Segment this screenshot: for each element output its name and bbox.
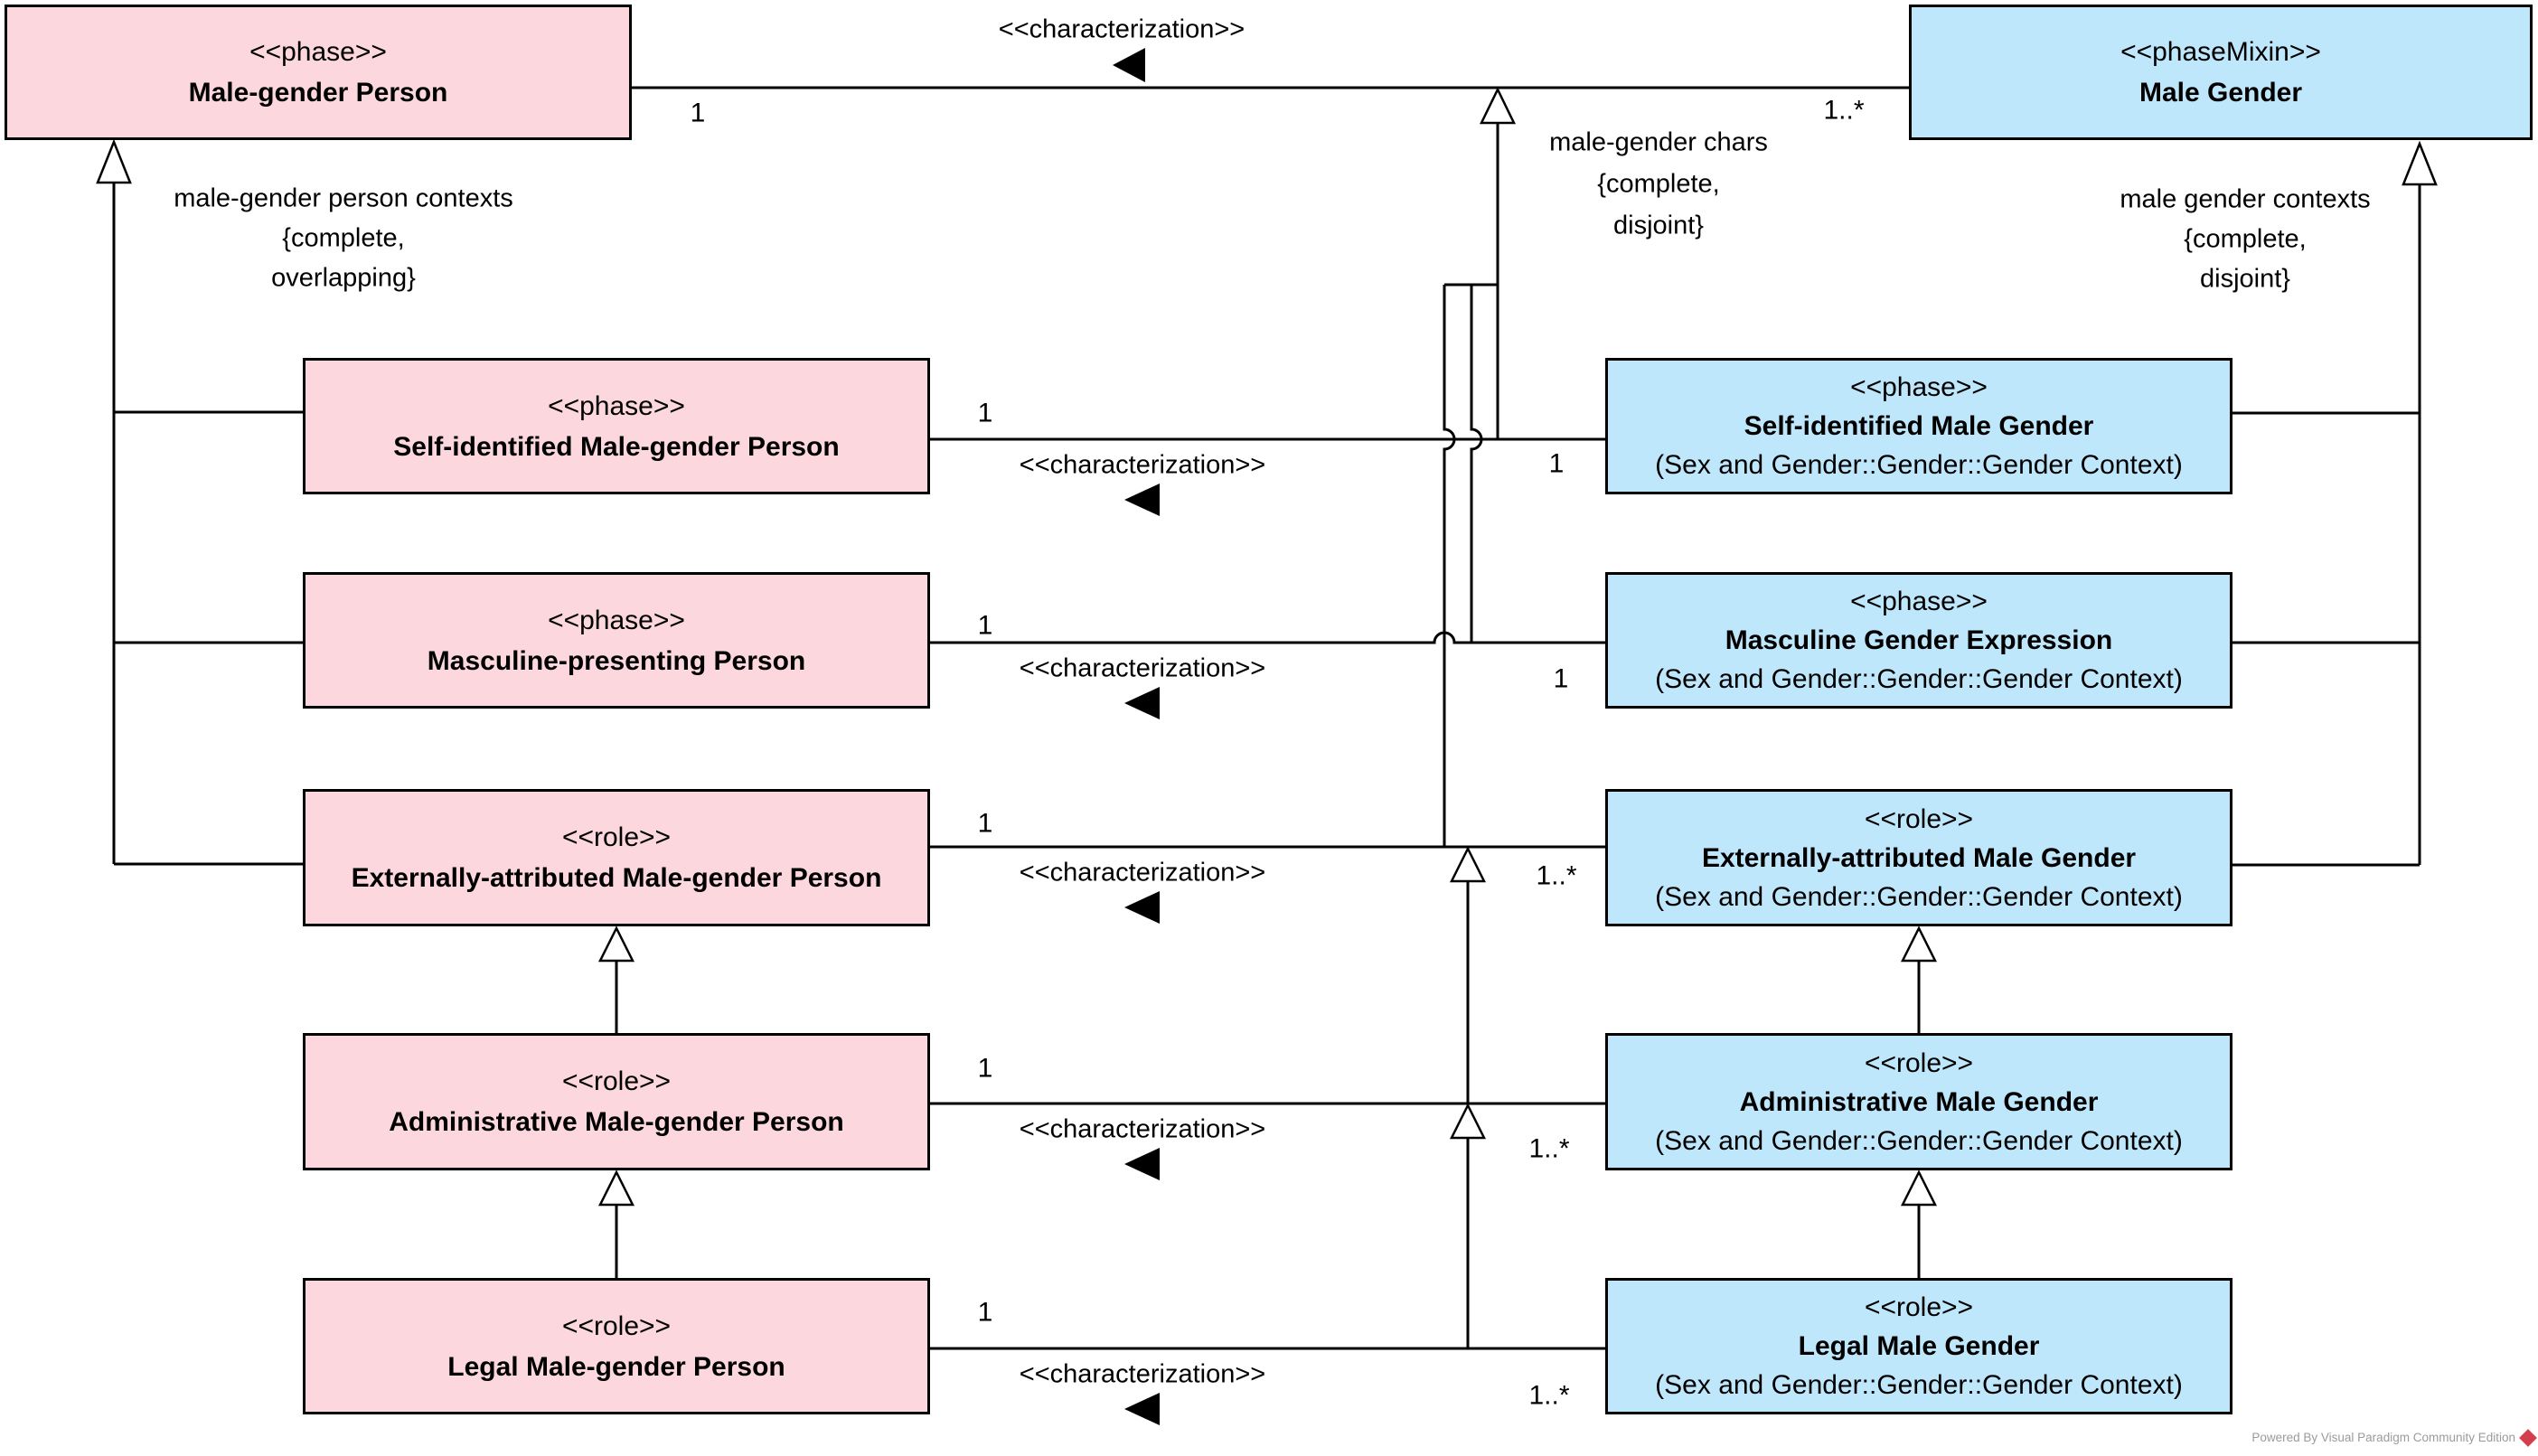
assoc-row5-label: <<characterization>> (1019, 1359, 1266, 1389)
generalization-arrow-icon (1900, 925, 1938, 963)
class-context: (Sex and Gender::Gender::Gender Context) (1655, 881, 2183, 912)
assoc-top-mult-left: 1 (690, 98, 706, 128)
class-stereotype: <<phase>> (1850, 372, 1988, 402)
generalization-arrow-icon (1480, 87, 1516, 125)
assoc-row2-mult-left: 1 (977, 610, 993, 641)
class-name: Masculine Gender Expression (1725, 625, 2113, 655)
class-stereotype: <<phase>> (548, 605, 685, 635)
class-name: Masculine-presenting Person (427, 645, 806, 676)
class-stereotype: <<phase>> (1850, 587, 1988, 616)
class-self-identified-male-gender-person[interactable]: <<phase>> Self-identified Male-gender Pe… (303, 358, 930, 494)
class-male-gender-person[interactable]: <<phase>> Male-gender Person (5, 5, 632, 140)
generalization-arrow-icon (1900, 1169, 1938, 1207)
generalization-arrow-icon (2402, 140, 2438, 186)
class-name: Administrative Male-gender Person (389, 1107, 844, 1137)
direction-arrow-icon (1124, 687, 1160, 719)
generalization-arrow-icon (1449, 846, 1487, 883)
assoc-row1-mult-left: 1 (977, 398, 993, 428)
class-male-gender[interactable]: <<phaseMixin>> Male Gender (1909, 5, 2533, 140)
assoc-row2-mult-right: 1 (1553, 663, 1569, 694)
class-legal-male-gender[interactable]: <<role>> Legal Male Gender (Sex and Gend… (1605, 1278, 2232, 1414)
visual-paradigm-logo-icon (2519, 1428, 2537, 1447)
class-administrative-male-gender[interactable]: <<role>> Administrative Male Gender (Sex… (1605, 1033, 2232, 1170)
class-stereotype: <<role>> (1864, 1047, 1974, 1078)
class-stereotype: <<phase>> (548, 390, 685, 421)
generalization-arrow-icon (597, 1169, 635, 1207)
direction-arrow-icon (1113, 48, 1145, 82)
class-name: Male-gender Person (188, 78, 448, 108)
direction-arrow-icon (1124, 1393, 1160, 1425)
class-stereotype: <<role>> (1864, 803, 1974, 834)
note-gender-chars-line3: disjoint} (1613, 211, 1704, 240)
note-gender-chars-line2: {complete, (1597, 169, 1720, 199)
generalization-arrow-icon (96, 138, 132, 184)
note-gender-chars-line1: male-gender chars (1549, 127, 1768, 157)
class-stereotype: <<phase>> (249, 37, 387, 67)
note-gender-contexts-line3: disjoint} (2200, 264, 2290, 294)
assoc-row3-label: <<characterization>> (1019, 858, 1266, 888)
assoc-row4-mult-left: 1 (977, 1053, 993, 1084)
class-stereotype: <<role>> (561, 1310, 672, 1341)
class-name: Externally-attributed Male Gender (1701, 842, 2137, 873)
class-legal-male-gender-person[interactable]: <<role>> Legal Male-gender Person (303, 1278, 930, 1414)
class-name: Male Gender (2138, 78, 2303, 108)
class-name: Legal Male-gender Person (447, 1351, 785, 1382)
class-administrative-male-gender-person[interactable]: <<role>> Administrative Male-gender Pers… (303, 1033, 930, 1170)
direction-arrow-icon (1124, 484, 1160, 516)
assoc-row1-label: <<characterization>> (1019, 450, 1266, 480)
note-person-contexts-line1: male-gender person contexts (174, 183, 513, 213)
assoc-gen-stem-row2 (1470, 285, 1483, 643)
assoc-row5-mult-left: 1 (977, 1297, 993, 1328)
class-name: Self-identified Male-gender Person (393, 431, 840, 462)
watermark-text: Powered By Visual Paradigm Community Edi… (2251, 1431, 2515, 1444)
direction-arrow-icon (1124, 891, 1160, 924)
note-person-contexts-line2: {complete, (282, 223, 405, 253)
assoc-row3-mult-right: 1..* (1536, 860, 1577, 891)
note-gender-contexts-line2: {complete, (2184, 224, 2307, 254)
assoc-top-mult-right: 1..* (1823, 95, 1865, 126)
assoc-row2-label: <<characterization>> (1019, 653, 1266, 683)
generalization-arrow-icon (1449, 1103, 1487, 1140)
assoc-row5-mult-right: 1..* (1528, 1380, 1570, 1411)
class-name: Externally-attributed Male-gender Person (351, 863, 882, 893)
note-person-contexts-line3: overlapping} (271, 263, 416, 293)
class-stereotype: <<phaseMixin>> (2120, 37, 2321, 67)
assoc-gen-stem-row3 (1443, 285, 1456, 847)
class-stereotype: <<role>> (561, 822, 672, 852)
assoc-row3-mult-left: 1 (977, 808, 993, 839)
assoc-top-label: <<characterization>> (998, 14, 1246, 44)
class-name: Self-identified Male Gender (1744, 411, 2094, 441)
assoc-row2-line (930, 631, 1605, 644)
class-context: (Sex and Gender::Gender::Gender Context) (1655, 664, 2183, 694)
class-stereotype: <<role>> (561, 1066, 672, 1096)
class-context: (Sex and Gender::Gender::Gender Context) (1655, 450, 2183, 480)
class-self-identified-male-gender[interactable]: <<phase>> Self-identified Male Gender (S… (1605, 358, 2232, 494)
class-context: (Sex and Gender::Gender::Gender Context) (1655, 1370, 2183, 1400)
direction-arrow-icon (1124, 1148, 1160, 1180)
class-masculine-presenting-person[interactable]: <<phase>> Masculine-presenting Person (303, 572, 930, 709)
generalization-arrow-icon (597, 925, 635, 963)
class-name: Legal Male Gender (1798, 1331, 2040, 1361)
class-masculine-gender-expression[interactable]: <<phase>> Masculine Gender Expression (S… (1605, 572, 2232, 709)
class-name: Administrative Male Gender (1739, 1086, 2099, 1117)
class-stereotype: <<role>> (1864, 1292, 1974, 1322)
class-externally-attributed-male-gender-person[interactable]: <<role>> Externally-attributed Male-gend… (303, 789, 930, 926)
assoc-row4-mult-right: 1..* (1528, 1133, 1570, 1164)
assoc-row4-label: <<characterization>> (1019, 1114, 1266, 1144)
assoc-row1-mult-right: 1 (1548, 448, 1565, 479)
class-context: (Sex and Gender::Gender::Gender Context) (1655, 1125, 2183, 1156)
class-externally-attributed-male-gender[interactable]: <<role>> Externally-attributed Male Gend… (1605, 789, 2232, 926)
note-gender-contexts-line1: male gender contexts (2120, 184, 2371, 214)
watermark: Powered By Visual Paradigm Community Edi… (2251, 1428, 2537, 1447)
